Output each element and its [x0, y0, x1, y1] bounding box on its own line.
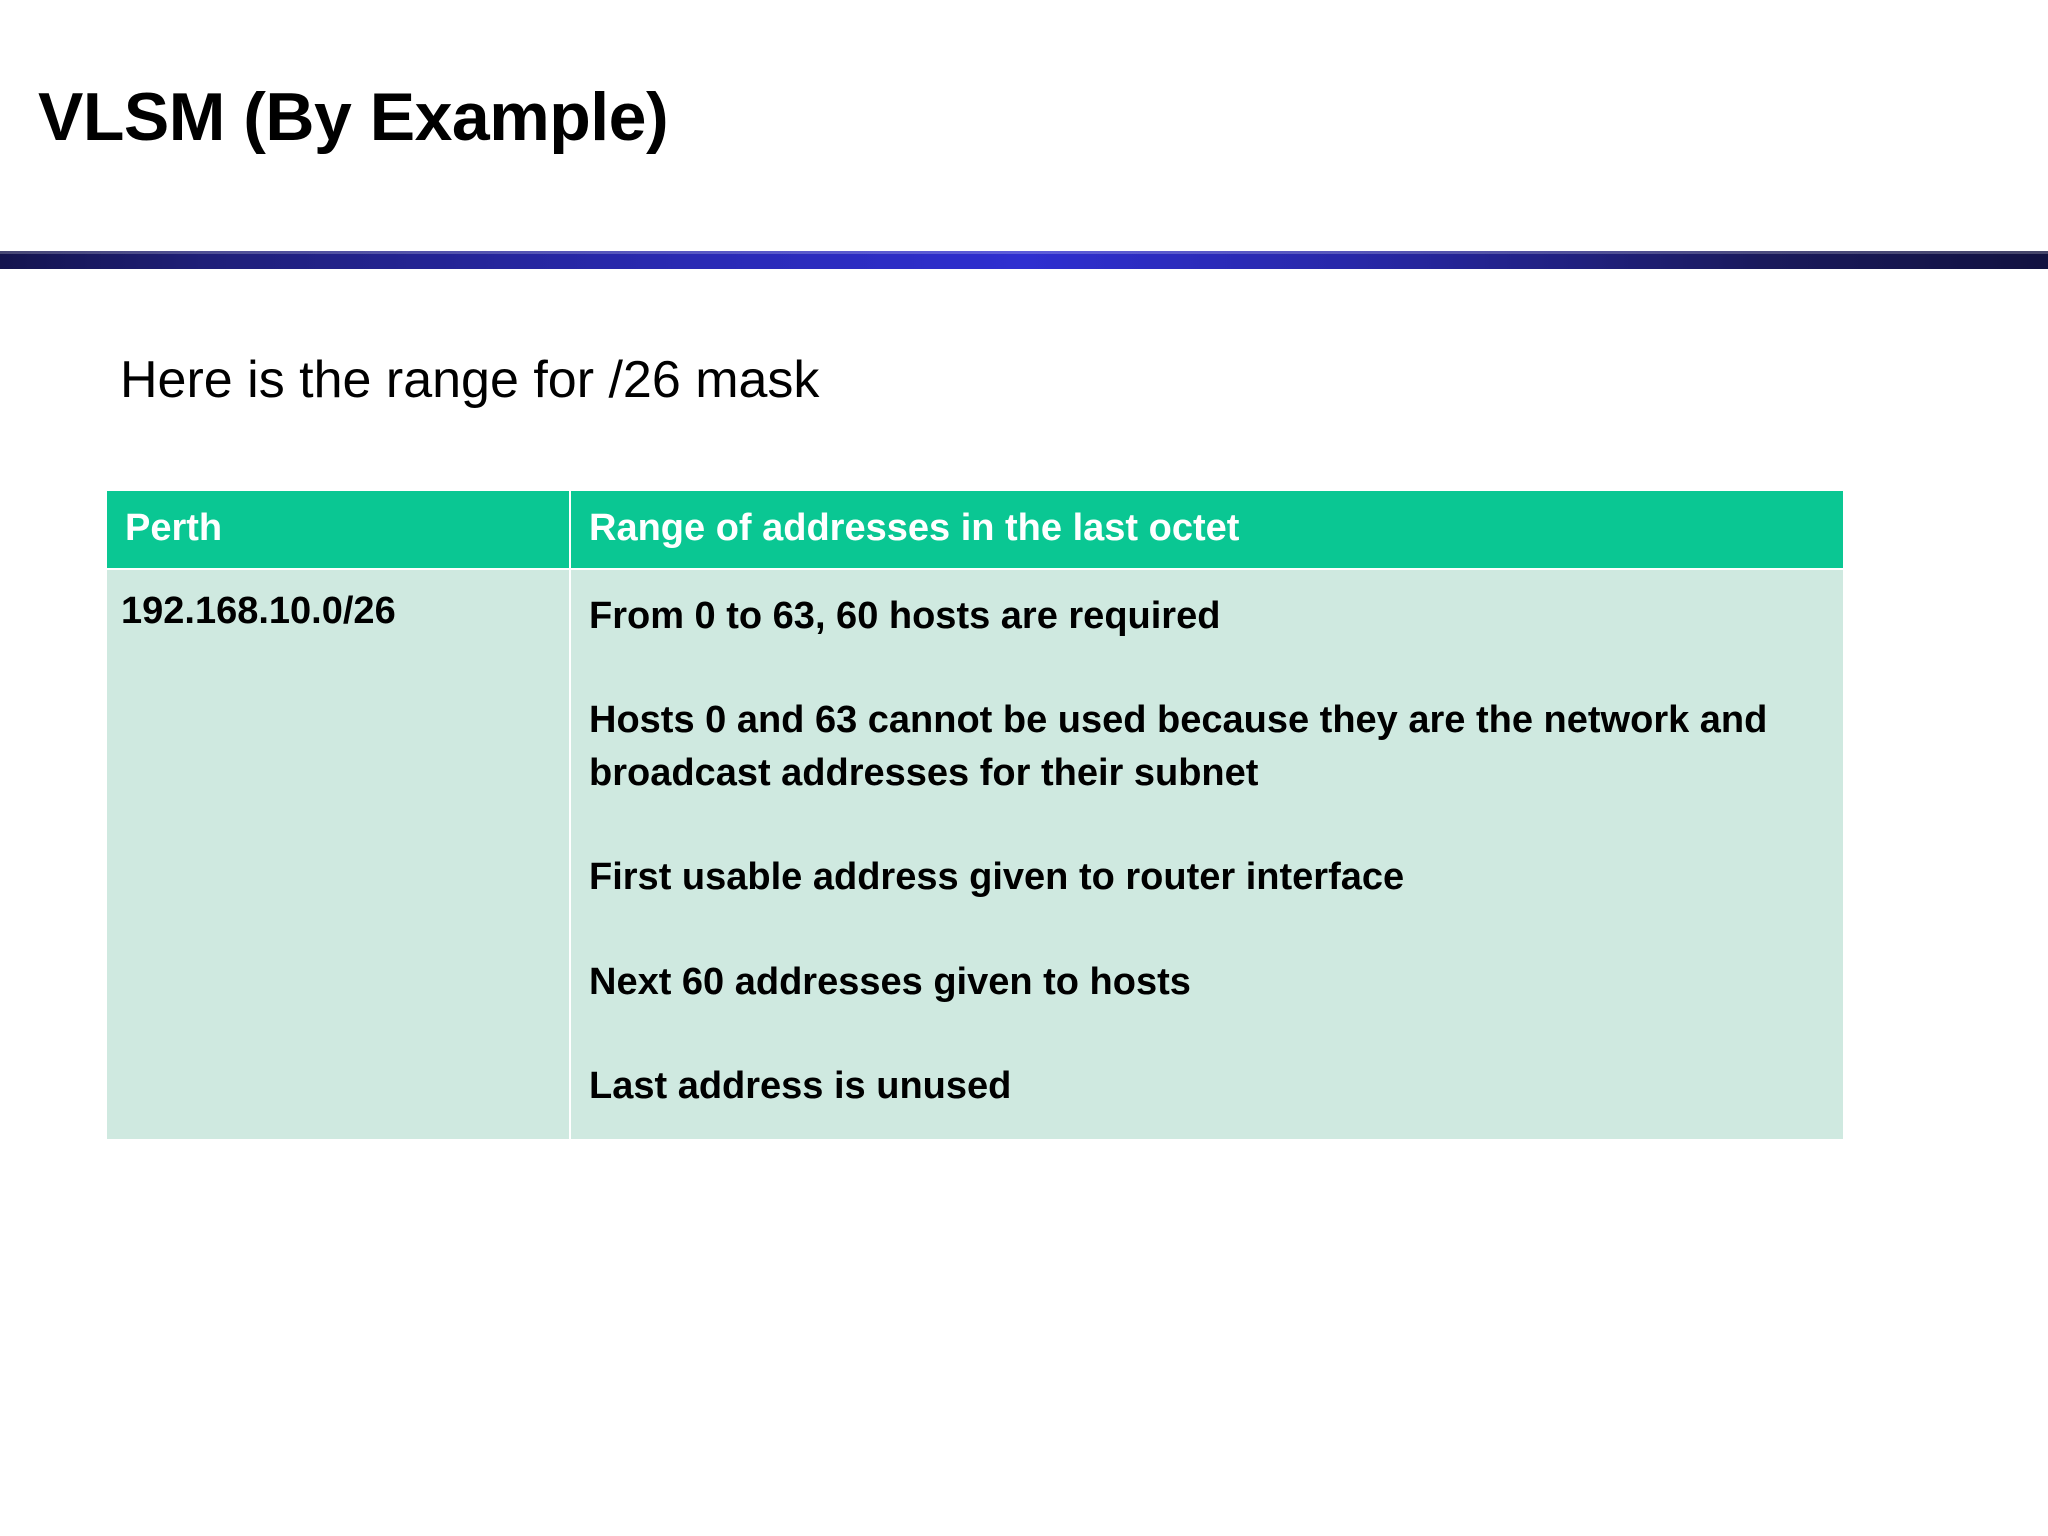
- table-row: 192.168.10.0/26 From 0 to 63, 60 hosts a…: [107, 570, 1843, 1139]
- subtitle-text: Here is the range for /26 mask: [120, 351, 820, 409]
- table-header-row: Perth Range of addresses in the last oct…: [107, 491, 1843, 568]
- column-header-range: Range of addresses in the last octet: [571, 491, 1843, 568]
- range-line-reserved-addresses: Hosts 0 and 63 cannot be used because th…: [589, 699, 1768, 794]
- title-divider-highlight: [0, 251, 2048, 254]
- range-description-lines: From 0 to 63, 60 hosts are required Host…: [589, 590, 1827, 1113]
- title-divider-bar: [0, 251, 2048, 269]
- range-line-last-address: Last address is unused: [589, 1065, 1012, 1108]
- cell-range-description: From 0 to 63, 60 hosts are required Host…: [571, 570, 1843, 1139]
- range-line-router-interface: First usable address given to router int…: [589, 856, 1405, 899]
- cell-network-address: 192.168.10.0/26: [107, 570, 569, 1139]
- range-line-hosts-required: From 0 to 63, 60 hosts are required: [589, 595, 1221, 637]
- page-title: VLSM (By Example): [38, 79, 669, 155]
- column-header-perth: Perth: [107, 491, 569, 568]
- vlsm-range-table: Perth Range of addresses in the last oct…: [105, 489, 1845, 1141]
- range-line-host-addresses: Next 60 addresses given to hosts: [589, 960, 1191, 1003]
